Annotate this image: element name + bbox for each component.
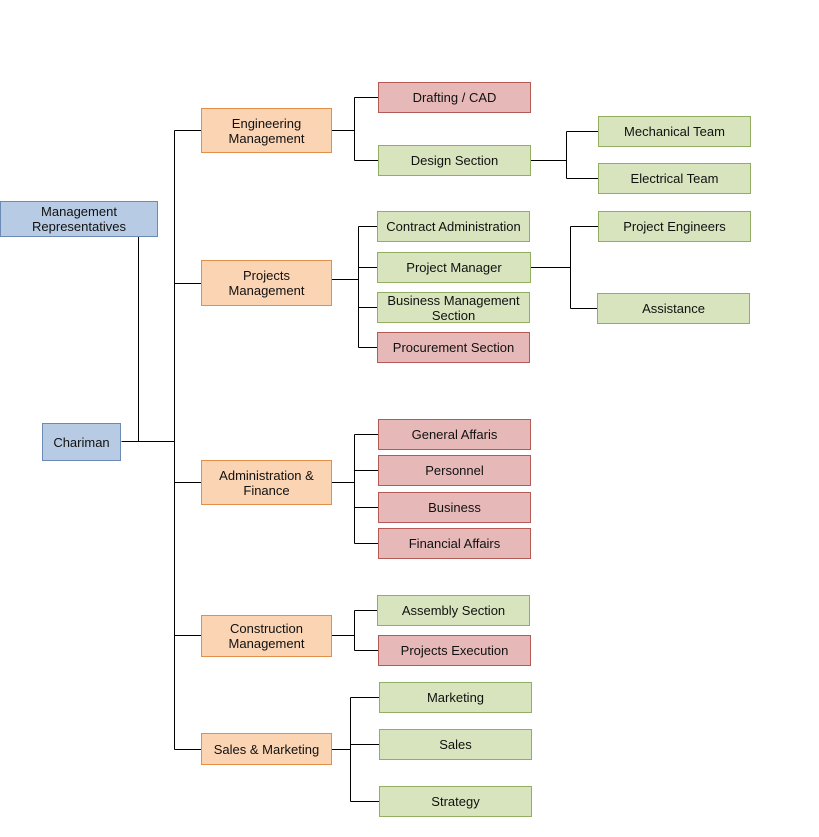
sales-marketing-label: Sales & Marketing [213,741,320,757]
contract-administration-box: Contract Administration [377,211,530,242]
general-affairs-label: General Affaris [411,427,498,442]
business-management-section-box: Business Management Section [377,292,530,323]
mechanical-team-label: Mechanical Team [624,124,725,139]
business-management-section-label: Business Management Section [387,292,520,323]
project-manager-label: Project Manager [406,260,502,275]
mechanical-team-box: Mechanical Team [598,116,751,147]
projects-management-box: Projects Management [201,260,332,306]
assembly-section-box: Assembly Section [377,595,530,626]
strategy-label: Strategy [431,794,480,809]
construction-management-label: Construction Management [228,621,305,651]
personnel-label: Personnel [425,463,484,478]
personnel-box: Personnel [378,455,531,486]
electrical-team-label: Electrical Team [630,171,719,186]
marketing-label: Marketing [426,690,485,705]
drafting-cad-box: Drafting / CAD [378,82,531,113]
management-representatives-box: Management Representatives [0,201,158,237]
projects-management-label: Projects Management [228,268,305,298]
strategy-box: Strategy [379,786,532,817]
sales-box: Sales [379,729,532,760]
assistance-label: Assistance [642,301,705,316]
engineering-management-box: Engineering Management [201,108,332,153]
assembly-section-label: Assembly Section [401,603,506,618]
projects-execution-box: Projects Execution [378,635,531,666]
projects-execution-label: Projects Execution [400,643,509,658]
sales-marketing-box: Sales & Marketing [201,733,332,765]
general-affairs-box: General Affaris [378,419,531,450]
sales-label: Sales [439,737,472,752]
chairman-box: Chariman [42,423,121,461]
administration-finance-label: Administration & Finance [219,467,314,498]
financial-affairs-label: Financial Affairs [408,536,501,551]
project-engineers-label: Project Engineers [623,219,726,234]
procurement-section-box: Procurement Section [377,332,530,363]
drafting-cad-label: Drafting / CAD [412,90,497,105]
electrical-team-box: Electrical Team [598,163,751,194]
marketing-box: Marketing [379,682,532,713]
construction-management-box: Construction Management [201,615,332,657]
design-section-box: Design Section [378,145,531,176]
contract-administration-label: Contract Administration [386,219,521,234]
business-label: Business [428,500,481,515]
project-manager-box: Project Manager [377,252,531,283]
engineering-management-label: Engineering Management [228,115,305,146]
project-engineers-box: Project Engineers [598,211,751,242]
business-box: Business [378,492,531,523]
management-representatives-label: Management Representatives [32,204,126,234]
procurement-section-label: Procurement Section [392,340,515,355]
financial-affairs-box: Financial Affairs [378,528,531,559]
administration-finance-box: Administration & Finance [201,460,332,505]
chairman-label: Chariman [53,434,110,450]
design-section-label: Design Section [410,153,499,168]
assistance-box: Assistance [597,293,750,324]
